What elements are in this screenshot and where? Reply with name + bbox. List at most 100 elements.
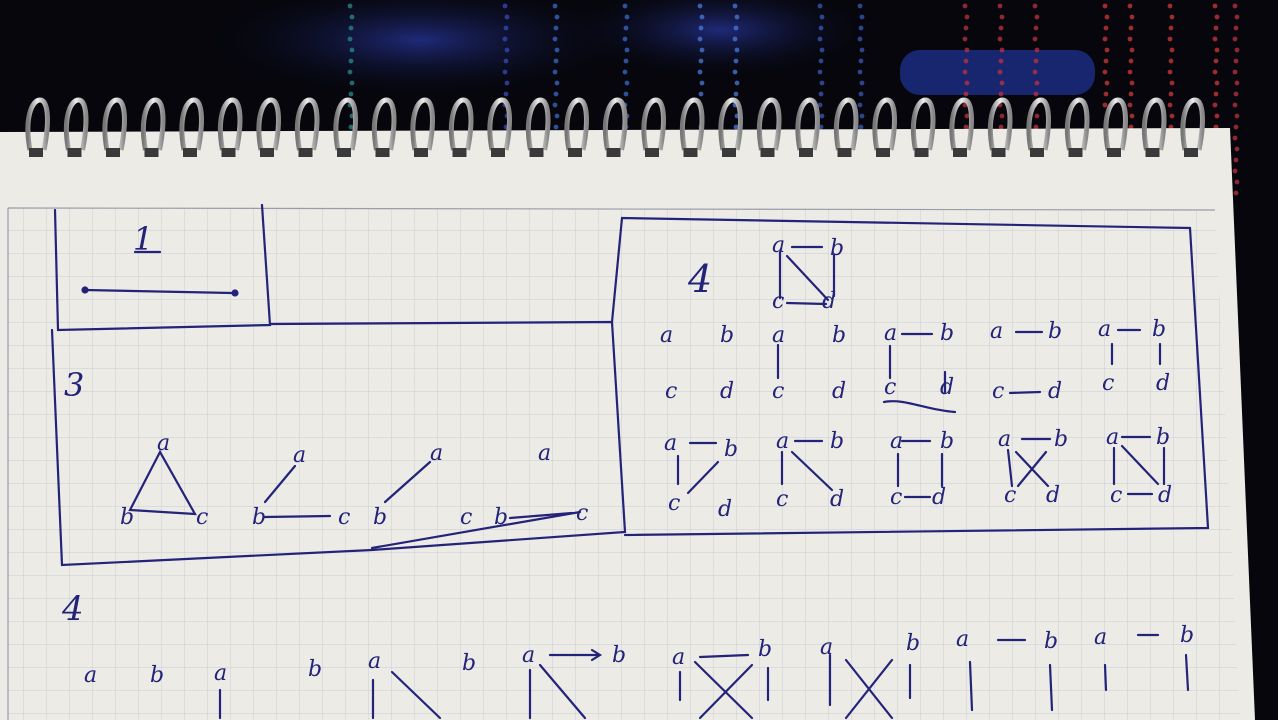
vertex-label-a: a [1094, 625, 1107, 650]
vertex-label-d: d [1048, 379, 1062, 404]
vertex-label-c: c [890, 485, 902, 510]
spiral-hole [568, 148, 582, 157]
vertex-label-b: b [1054, 427, 1068, 452]
vertex-label-a: a [293, 443, 306, 468]
vertex-label-c: c [776, 487, 788, 512]
notebook-page [0, 128, 1255, 720]
box-3 [50, 320, 627, 567]
vertex-label-c: c [772, 289, 784, 314]
vertex-label-a: a [660, 323, 673, 348]
spiral-hole [914, 148, 929, 157]
vertex-label-c: c [992, 379, 1004, 404]
spiral-hole [106, 148, 120, 157]
spiral-ring [525, 97, 551, 151]
spiral-hole [760, 148, 775, 157]
spiral-hole [67, 148, 82, 157]
vertex-label-d: d [932, 485, 946, 510]
vertex-label-b: b [612, 643, 626, 668]
spiral-ring [987, 97, 1013, 151]
spiral-ring [679, 97, 705, 151]
label-box-4: 4 [687, 257, 712, 301]
vertex-label-b: b [724, 437, 738, 462]
spiral-ring [217, 97, 243, 151]
vertex-label-c: c [884, 375, 896, 400]
label-box-3: 3 [64, 366, 84, 404]
vertex-label-b: b [1048, 319, 1062, 344]
vertex-label-b: b [1156, 425, 1170, 450]
vertex-label-d: d [830, 487, 844, 512]
spiral-hole [645, 148, 659, 157]
vertex-label-a: a [368, 649, 381, 674]
spiral-ring [102, 97, 127, 151]
vertex-label-d: d [720, 379, 734, 404]
spiral-ring [910, 97, 936, 151]
spiral-ring [140, 97, 166, 151]
vertex-label-c: c [196, 505, 208, 530]
vertex-label-a: a [430, 441, 443, 466]
spiral-hole [991, 148, 1006, 157]
spiral-hole [606, 148, 621, 157]
vertex-label-b: b [150, 663, 164, 688]
spiral-hole [876, 148, 890, 157]
box-4 [610, 216, 1210, 537]
label-bottom: 4 [61, 589, 84, 629]
vertex-label-b: b [308, 657, 322, 682]
vertex-label-a: a [538, 441, 551, 466]
vertex-label-a: a [522, 643, 535, 668]
vertex-label-c: c [772, 379, 784, 404]
vertex-label-b: b [940, 321, 954, 346]
vertex-label-a: a [1106, 425, 1119, 450]
spiral-ring [63, 97, 89, 151]
spiral-hole [298, 148, 313, 157]
vertex-label-c: c [338, 505, 350, 530]
spiral-hole [491, 148, 505, 157]
spiral-hole [529, 148, 544, 157]
vertex-label-b: b [1152, 317, 1166, 342]
spiral-binding [25, 97, 1205, 157]
vertex-label-a: a [1098, 317, 1111, 342]
vertex-label-a: a [990, 319, 1003, 344]
vertex-label-d: d [1158, 483, 1172, 508]
spiral-hole [337, 148, 351, 157]
vertex-label-d: d [832, 379, 846, 404]
vertex-label-b: b [940, 429, 954, 454]
spiral-hole [799, 148, 813, 157]
vertex-label-c: c [460, 505, 472, 530]
vertex-label-d: d [1156, 371, 1170, 396]
vertex-label-d: d [822, 289, 836, 314]
spiral-hole [260, 148, 274, 157]
spiral-ring [1180, 97, 1205, 151]
vertex-label-a: a [672, 645, 685, 670]
spiral-hole [183, 148, 197, 157]
vertex-label-a: a [776, 429, 789, 454]
spiral-ring [487, 97, 512, 151]
spiral-ring [833, 97, 859, 151]
vertex-label-a: a [664, 431, 677, 456]
vertex-label-d: d [940, 375, 954, 400]
vertex-label-a: a [956, 627, 969, 652]
vertex-label-c: c [665, 379, 677, 404]
vertex-label-b: b [1180, 623, 1194, 648]
vertex-label-b: b [906, 631, 920, 656]
vertex-label-b: b [252, 505, 266, 530]
spiral-ring [294, 97, 320, 151]
spiral-ring [1103, 97, 1128, 151]
spiral-ring [718, 97, 743, 151]
spiral-ring [410, 97, 435, 151]
spiral-ring [371, 97, 397, 151]
vertex-label-b: b [720, 323, 734, 348]
spiral-ring [25, 97, 50, 151]
vertex-label-b: b [832, 323, 846, 348]
spiral-hole [144, 148, 159, 157]
bottom-row [218, 633, 1190, 720]
vertex-label-a: a [84, 663, 97, 688]
vertex-label-c: c [576, 501, 588, 526]
vertex-label-b: b [462, 651, 476, 676]
spiral-hole [953, 148, 967, 157]
vertex-label-a: a [772, 233, 785, 258]
spiral-ring [949, 97, 974, 151]
spiral-hole [29, 148, 43, 157]
vertex-label-b: b [830, 236, 844, 261]
